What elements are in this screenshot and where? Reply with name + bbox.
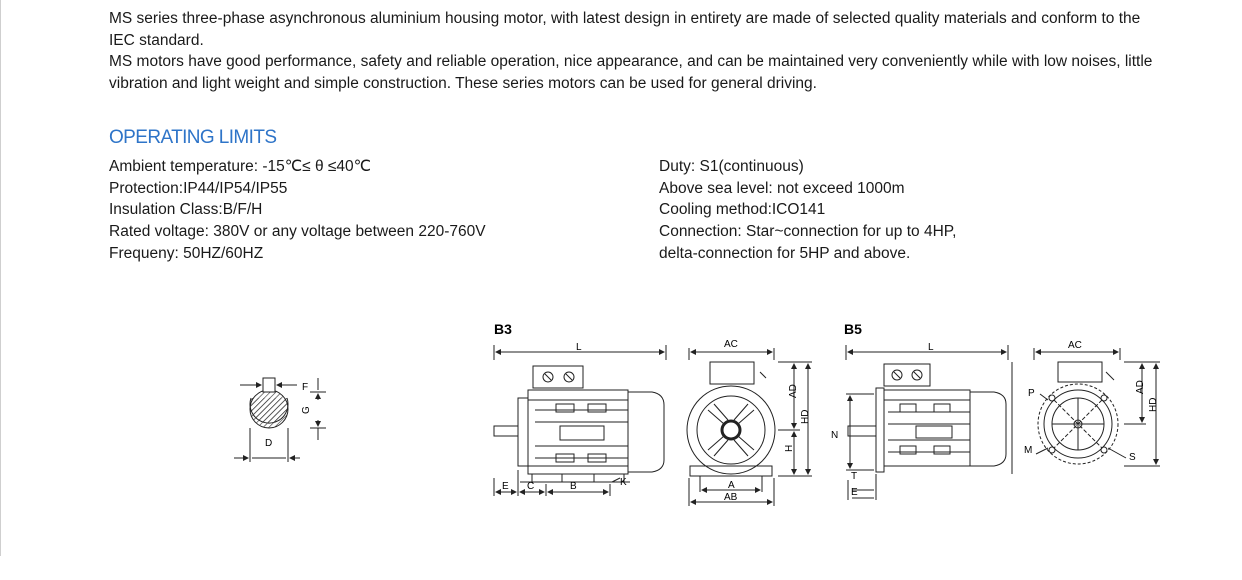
operating-limits-heading: OPERATING LIMITS (109, 127, 277, 148)
ambient-temperature: Ambient temperature: -15℃≤ θ ≤40℃ (109, 158, 372, 175)
b5-end-dim-ac: AC (1068, 340, 1082, 351)
limits-left-column: Ambient temperature: -15℃≤ θ ≤40℃ Protec… (109, 156, 486, 265)
b3-end-view-drawing (686, 348, 812, 506)
b5-end-view-drawing (1033, 348, 1160, 467)
connection-line-1: Connection: Star~connection for up to 4H… (659, 223, 957, 241)
b3-end-dim-ab: AB (724, 492, 738, 503)
b3-dim-k: K (620, 477, 627, 488)
b3-end-dim-ac: AC (724, 339, 738, 350)
intro-text: MS series three-phase asynchronous alumi… (109, 8, 1169, 94)
protection: Protection:IP44/IP54/IP55 (109, 179, 288, 197)
b5-end-dim-s: S (1129, 452, 1136, 463)
b3-side-view-drawing (493, 345, 667, 496)
connection-line-2: delta-connection for 5HP and above. (659, 244, 911, 262)
insulation-class: Insulation Class:B/F/H (109, 201, 263, 219)
b3-dim-b: B (570, 481, 577, 492)
b5-dim-n: N (831, 430, 838, 441)
dim-g-label: G (301, 406, 312, 414)
page-left-border (0, 0, 1, 556)
b3-dim-e: E (502, 481, 509, 492)
b5-dim-e: E (851, 487, 858, 498)
b3-end-dim-h: H (784, 445, 795, 452)
intro-paragraph-1: MS series three-phase asynchronous alumi… (109, 10, 1141, 49)
dim-f-label: F (302, 382, 308, 393)
b5-dim-t: T (851, 471, 857, 482)
sea-level: Above sea level: not exceed 1000m (659, 179, 905, 197)
cooling-method: Cooling method:ICO141 (659, 201, 826, 219)
b3-end-dim-ad: AD (788, 384, 799, 398)
b5-end-dim-m: M (1024, 445, 1032, 456)
b5-title: B5 (844, 321, 862, 337)
b5-end-dim-p: P (1028, 388, 1035, 399)
intro-paragraph-2: MS motors have good performance, safety … (109, 53, 1153, 92)
duty: Duty: S1(continuous) (659, 158, 804, 175)
b3-title: B3 (494, 321, 512, 337)
shaft-section-drawing (234, 377, 326, 462)
frequency: Frequeny: 50HZ/60HZ (109, 244, 264, 262)
b5-end-dim-hd: HD (1148, 398, 1159, 412)
b3-dim-c: C (527, 481, 534, 492)
rated-voltage: Rated voltage: 380V or any voltage betwe… (109, 223, 486, 241)
limits-right-column: Duty: S1(continuous) Above sea level: no… (659, 156, 956, 265)
b3-end-dim-hd: HD (800, 410, 811, 424)
b3-end-dim-a: A (728, 480, 735, 491)
b3-dim-l: L (576, 342, 582, 353)
dim-d-label: D (265, 438, 272, 449)
b5-end-dim-ad: AD (1135, 380, 1146, 394)
b5-side-view-drawing (845, 345, 1013, 500)
b5-dim-l: L (928, 342, 934, 353)
